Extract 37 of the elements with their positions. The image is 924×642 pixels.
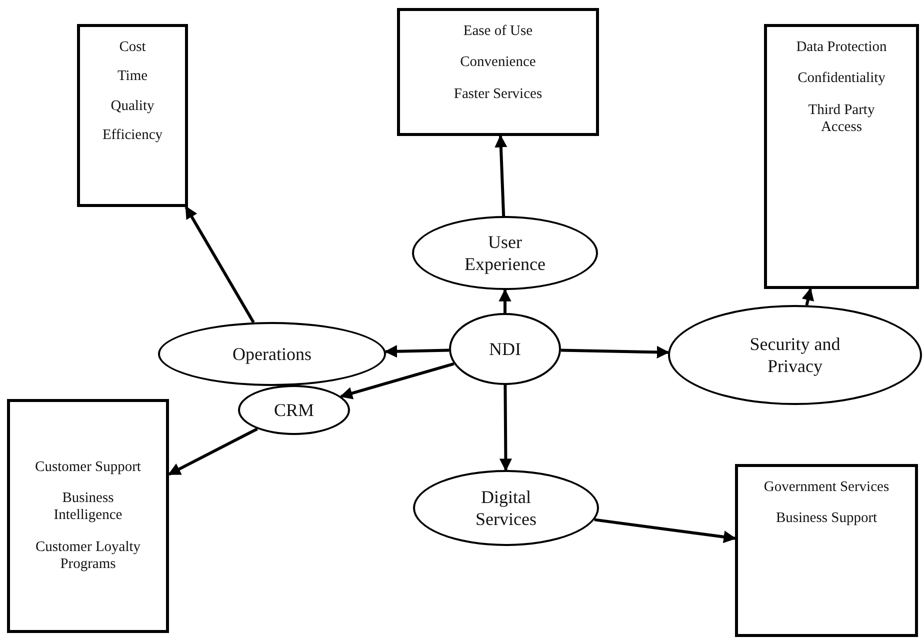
- arrow: [184, 206, 255, 324]
- node-label: NDI: [489, 338, 521, 360]
- node-label: Faster Services: [454, 86, 542, 104]
- node-label: User Experience: [464, 230, 546, 276]
- text-box: [77, 24, 188, 207]
- arrow: [384, 345, 450, 358]
- node-label: Cost: [119, 39, 146, 56]
- node-label: Customer Loyalty Programs: [34, 538, 142, 574]
- text-box: [735, 464, 918, 637]
- arrow: [168, 428, 258, 476]
- text-box: [7, 399, 169, 633]
- node-label: Convenience: [460, 54, 536, 72]
- text-box: [397, 8, 599, 136]
- node-label: Business Support: [776, 510, 878, 528]
- node-label: Data Protection: [796, 39, 887, 56]
- arrow: [594, 518, 736, 544]
- node-label: Time: [117, 68, 148, 86]
- node-label: Ease of Use: [463, 23, 533, 40]
- arrow: [494, 134, 508, 216]
- text-box: [764, 24, 919, 289]
- node-label: Quality: [110, 98, 154, 116]
- arrow: [802, 288, 814, 306]
- arrow: [498, 288, 512, 313]
- node-label: Government Services: [764, 479, 890, 496]
- node-label: CRM: [274, 398, 314, 422]
- node-label: Confidentiality: [798, 70, 886, 88]
- node-label: Security and Privacy: [748, 332, 842, 378]
- node-label: Digital Services: [474, 486, 538, 530]
- node-label: Business Intelligence: [52, 490, 124, 525]
- node-label: Customer Support: [35, 458, 141, 476]
- arrow: [340, 362, 454, 400]
- node-label: Third Party Access: [807, 102, 876, 137]
- node-label: Operations: [232, 342, 312, 366]
- arrow: [499, 384, 512, 472]
- node-label: Efficiency: [102, 127, 163, 145]
- ellipse-node: [238, 385, 350, 435]
- arrow: [560, 346, 670, 358]
